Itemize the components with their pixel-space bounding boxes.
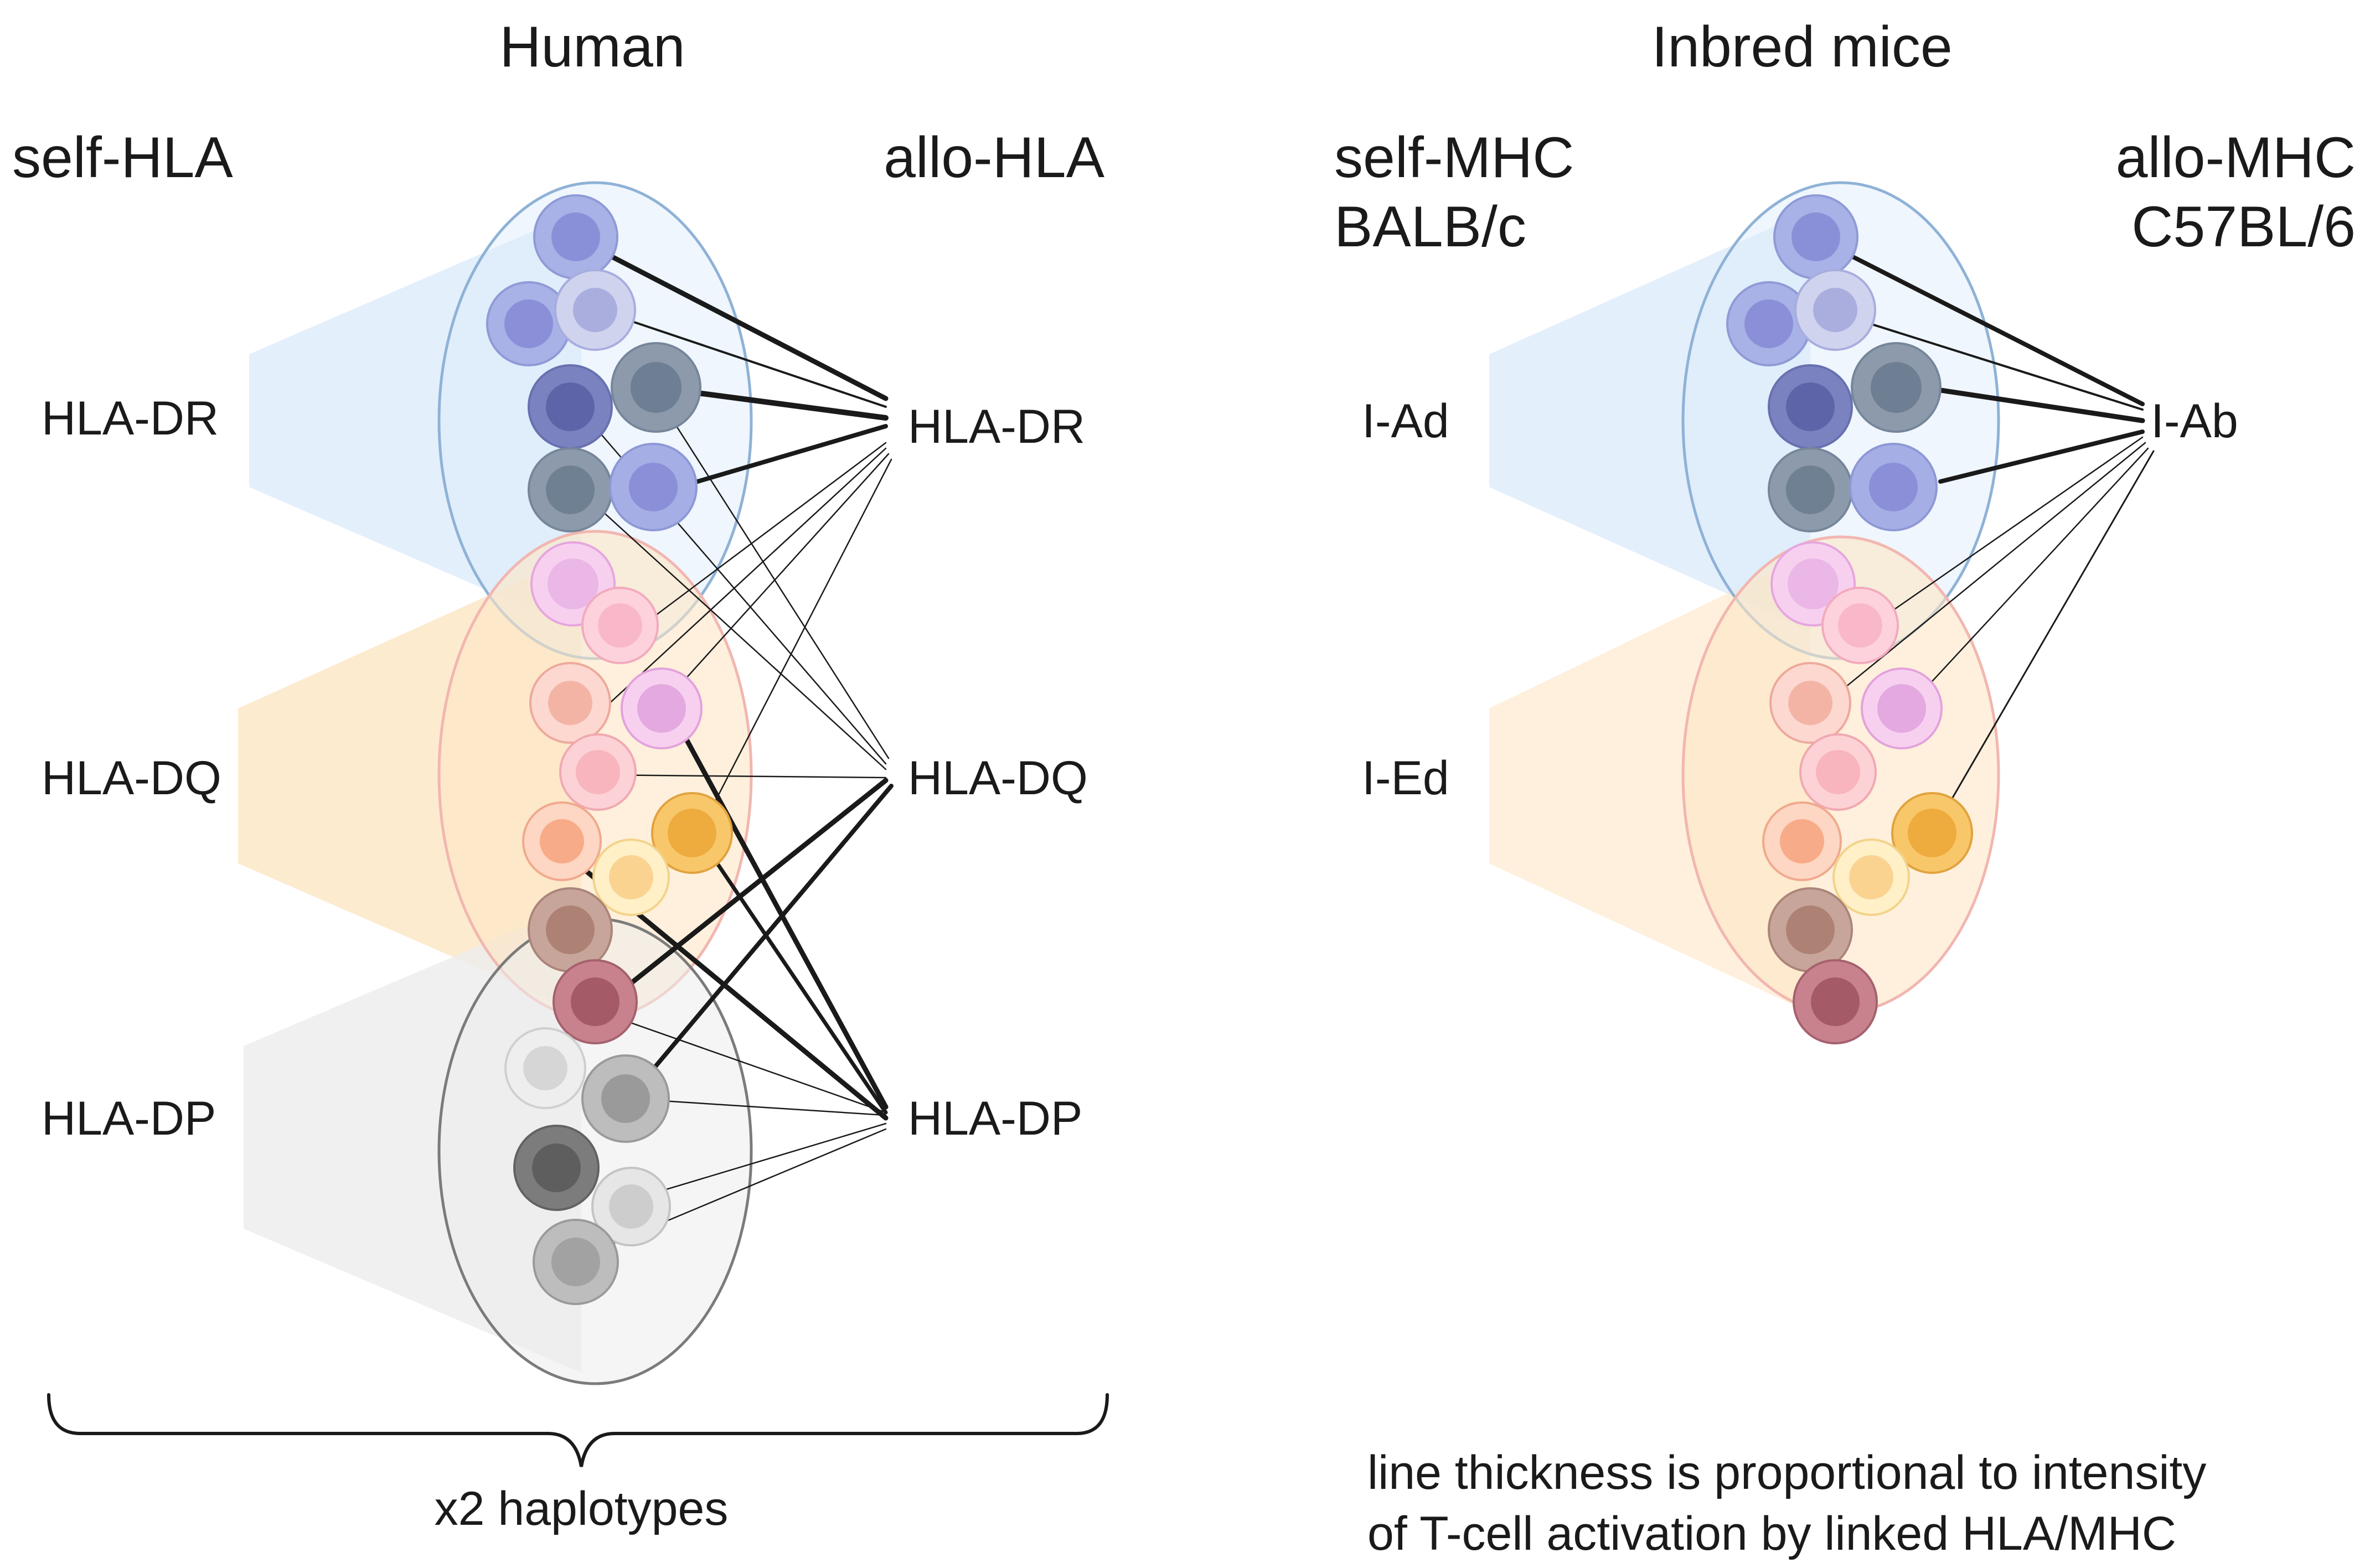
human-labels: Human self-HLA allo-HLA HLA-DR HLA-DQ HL…: [12, 15, 1105, 1145]
cell: [1794, 269, 1876, 351]
cell: [1768, 447, 1853, 532]
mice-labels: Inbred mice self-MHC BALB/c allo-MHC C57…: [1334, 15, 2356, 805]
cell: [581, 587, 659, 664]
cell: [533, 1219, 619, 1305]
allo-locus-dr: HLA-DR: [908, 400, 1085, 453]
link: [641, 442, 887, 627]
cell: [528, 887, 613, 972]
link: [1938, 429, 2145, 484]
allo-locus-dq: HLA-DQ: [908, 752, 1088, 805]
mice-links: [1814, 236, 2155, 834]
allo-strain-header: C57BL/6: [2131, 195, 2356, 259]
cell: [1726, 281, 1811, 366]
cell: [1793, 959, 1878, 1044]
legend-note: line thickness is proportional to intens…: [1367, 1446, 2206, 1560]
cell: [1851, 342, 1942, 433]
allo-hla-header: allo-HLA: [884, 126, 1104, 190]
self-locus-dp: HLA-DP: [42, 1092, 216, 1145]
cell: [1849, 443, 1938, 531]
link: [636, 1122, 887, 1199]
cell: [522, 801, 602, 881]
mice-cells: [1726, 194, 1973, 1044]
link: [1834, 312, 2144, 411]
allo-locus-dp: HLA-DP: [908, 1092, 1082, 1145]
cell: [581, 1054, 670, 1143]
human-title: Human: [499, 15, 685, 79]
self-hla-header: self-HLA: [12, 126, 233, 190]
cell: [611, 342, 701, 433]
cell: [533, 194, 618, 280]
cell: [504, 1027, 586, 1109]
haplotype-brace: [47, 1393, 1109, 1467]
link: [695, 424, 888, 484]
link: [597, 447, 887, 715]
human-links: [567, 235, 894, 1260]
self-mhc-header: self-MHC: [1334, 126, 1574, 190]
cell: [1821, 587, 1899, 664]
link: [573, 235, 889, 401]
link: [1938, 387, 2145, 423]
link: [1870, 436, 2144, 627]
link: [626, 784, 894, 1101]
cell: [554, 269, 636, 351]
link: [627, 1098, 887, 1116]
link: [699, 458, 892, 831]
allo-mhc-header: allo-MHC: [2116, 126, 2356, 190]
link: [586, 1006, 887, 1114]
link: [584, 778, 889, 1021]
cell: [1768, 364, 1853, 449]
self-locus-iad: I-Ad: [1362, 395, 1449, 448]
cell: [1832, 839, 1910, 916]
cell: [1773, 194, 1858, 280]
cell: [1861, 667, 1943, 749]
link: [1814, 236, 2145, 406]
cell: [591, 1167, 671, 1246]
self-locus-dr: HLA-DR: [42, 392, 219, 445]
brace-label: x2 haplotypes: [435, 1482, 729, 1535]
cell: [1891, 792, 1973, 874]
link: [1903, 447, 2149, 712]
legend-line-1: line thickness is proportional to intens…: [1367, 1446, 2206, 1499]
self-strain-header: BALB/c: [1334, 195, 1526, 259]
cell: [559, 733, 637, 811]
link: [597, 309, 887, 408]
cell: [528, 447, 613, 532]
link: [1931, 450, 2155, 834]
self-locus-ied: I-Ed: [1362, 752, 1449, 805]
human-cells: [486, 194, 733, 1305]
cell: [651, 792, 733, 874]
self-locus-dq: HLA-DQ: [42, 752, 221, 805]
cell: [528, 364, 613, 449]
cell: [513, 1125, 600, 1211]
cell: [621, 667, 703, 749]
cell: [529, 662, 611, 744]
link: [670, 711, 889, 1110]
cell: [553, 959, 638, 1044]
link: [575, 486, 887, 770]
link: [693, 828, 888, 1115]
link: [658, 453, 890, 710]
cell: [1769, 662, 1851, 744]
cell: [1799, 733, 1877, 811]
cell: [609, 443, 698, 531]
allo-locus-iab: I-Ab: [2151, 395, 2238, 448]
link: [597, 774, 887, 779]
cell: [1762, 801, 1842, 881]
mice-title: Inbred mice: [1651, 15, 1952, 79]
link: [1815, 442, 2146, 712]
cell: [592, 839, 670, 916]
cell: [1768, 887, 1853, 972]
link: [658, 397, 890, 759]
legend-line-2: of T-cell activation by linked HLA/MHC: [1367, 1507, 2176, 1560]
